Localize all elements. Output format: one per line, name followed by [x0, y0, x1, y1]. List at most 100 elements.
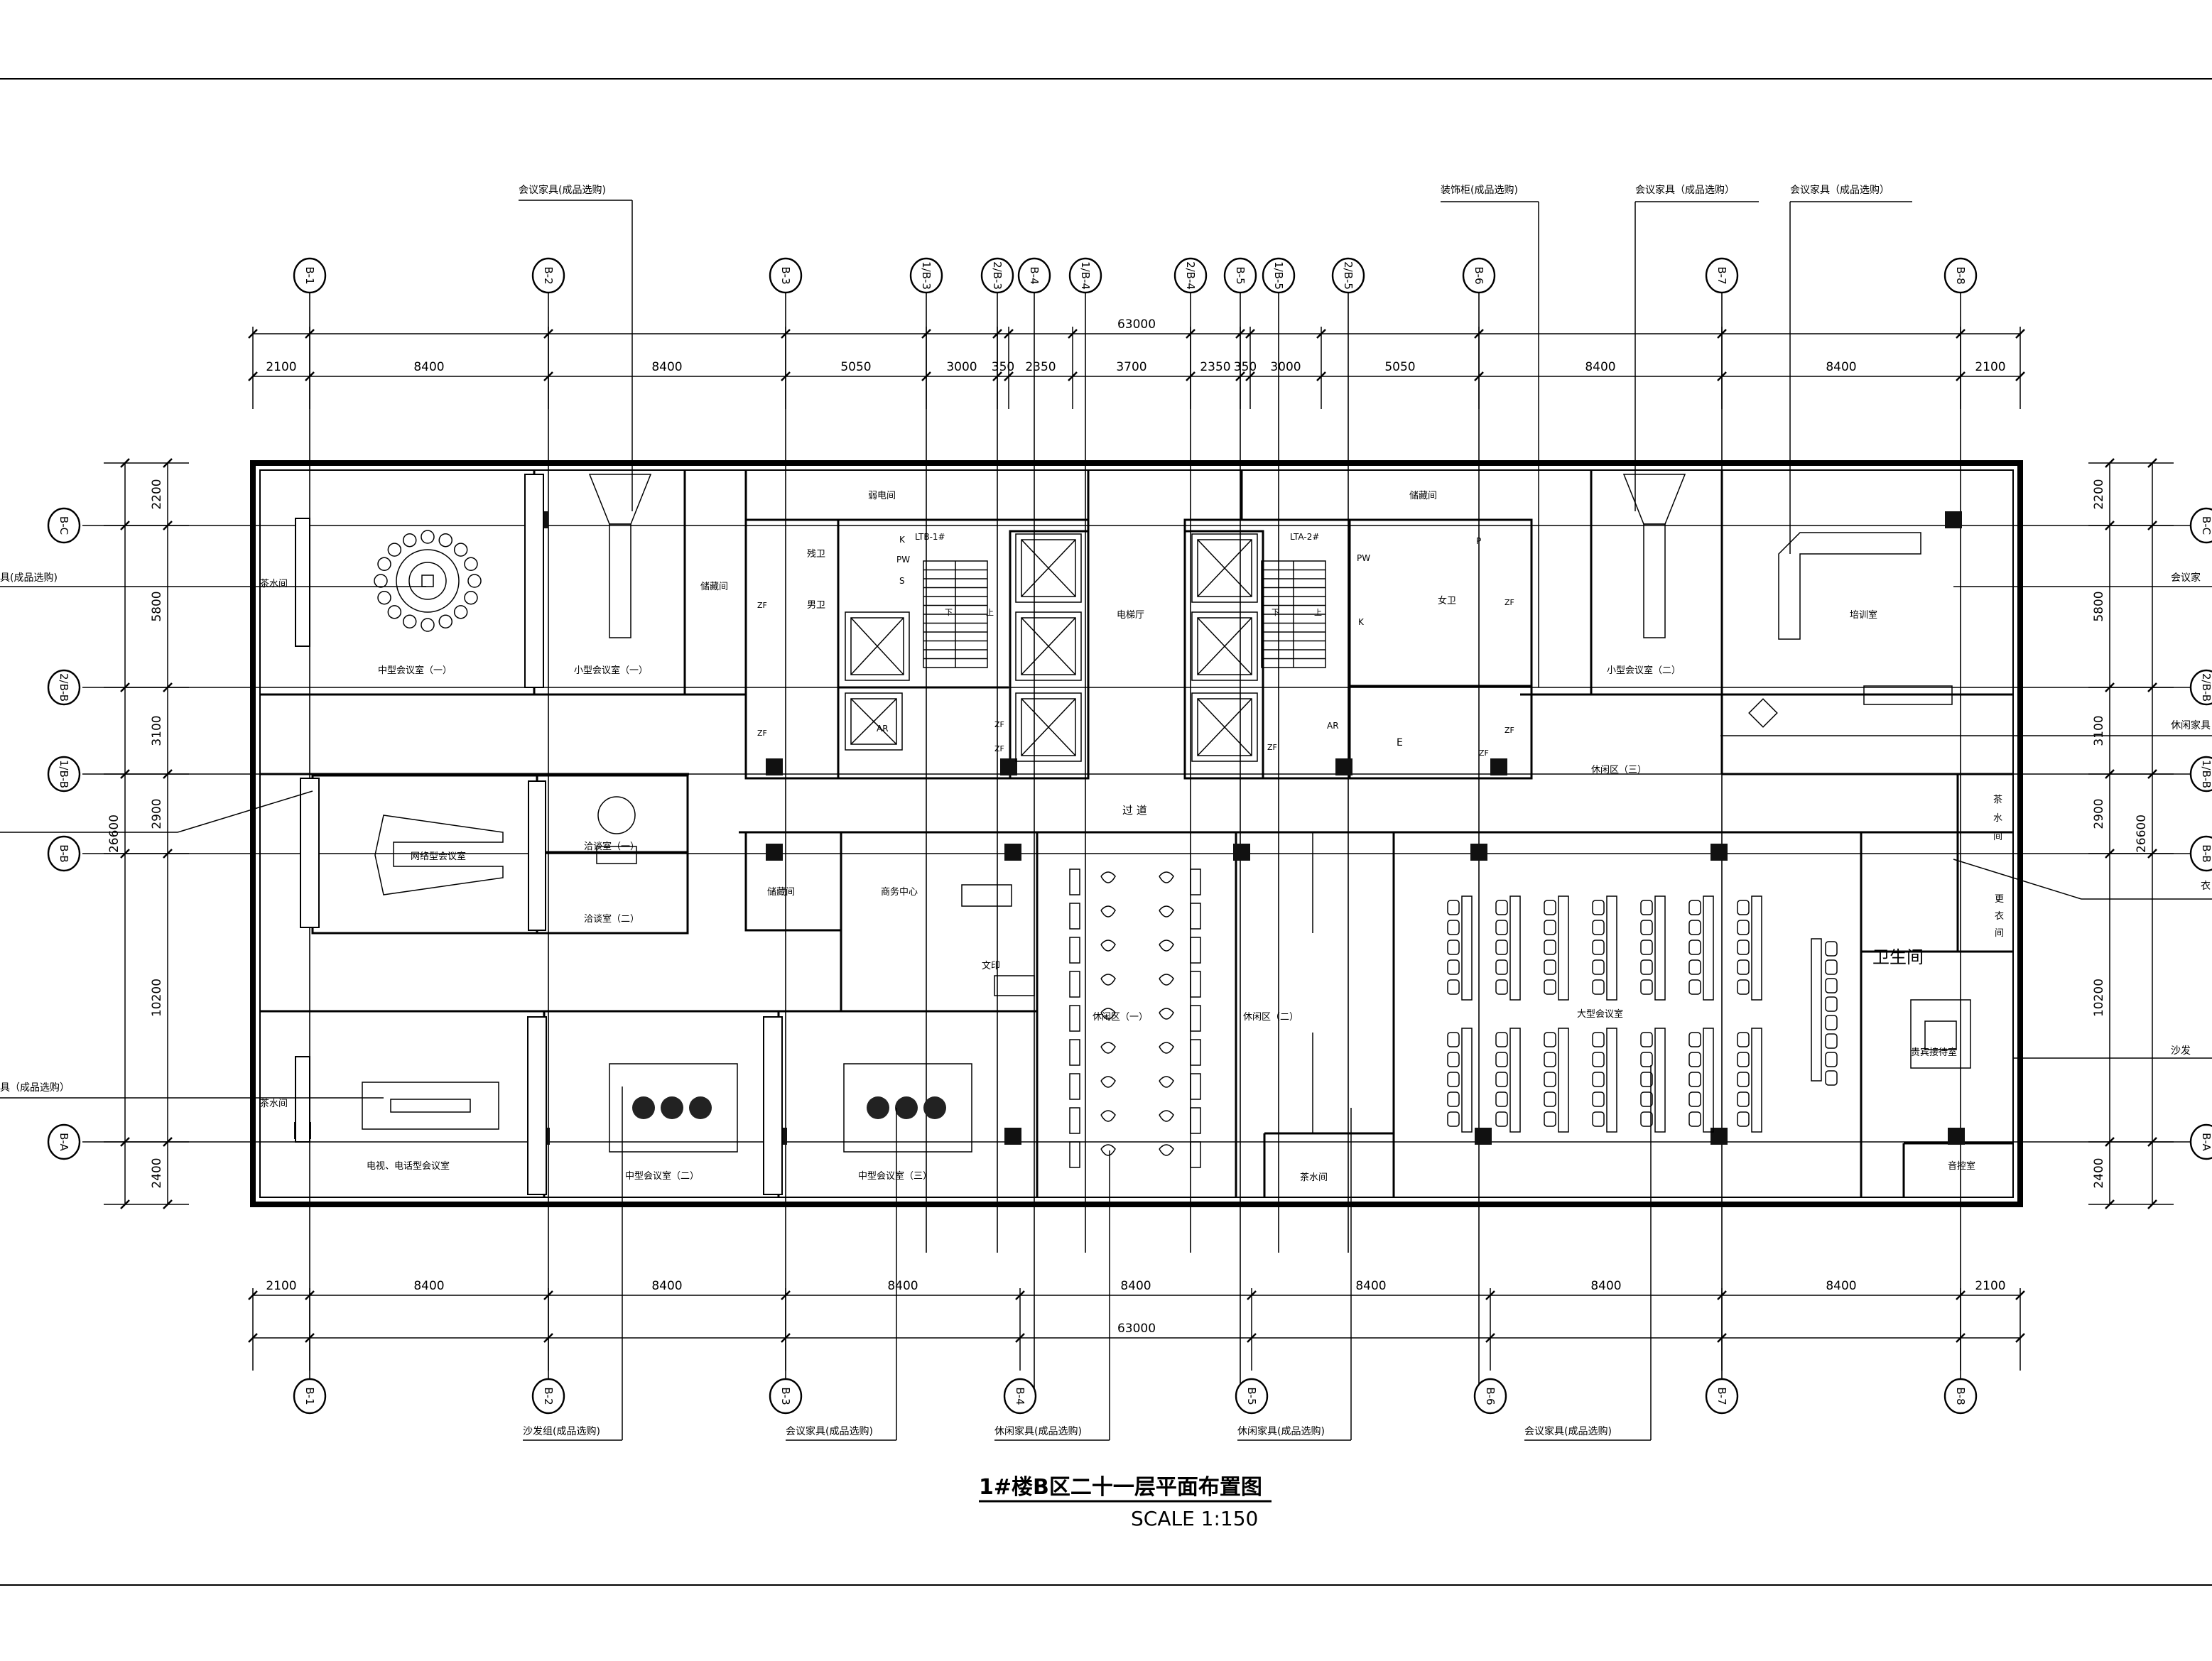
elevator-5 — [1191, 692, 1258, 762]
room-label-e: E — [1397, 737, 1403, 748]
axis-bubble-top-B-5-label: B-5 — [1234, 266, 1247, 284]
axis-bubble-bottom-B-1-label: B-1 — [303, 1387, 316, 1405]
dims-top-text-4: 3000 — [946, 360, 977, 374]
axis-bubble-top-B-8-label: B-8 — [1954, 266, 1967, 284]
elevator-3 — [1191, 533, 1258, 603]
sheet-frame — [0, 78, 2212, 1586]
dims-left-text-5: 2400 — [150, 1158, 164, 1188]
room-label-storage-2: 储藏间 — [1409, 491, 1437, 501]
column-10 — [1004, 1128, 1021, 1145]
stair-up-1: 上 — [986, 608, 994, 617]
elevator-0 — [1015, 533, 1082, 603]
dims-right-text-4: 10200 — [2092, 979, 2106, 1017]
dims-top-text-8: 2350 — [1200, 360, 1230, 374]
room-label-changing-3: 间 — [1995, 928, 2004, 939]
room-label-vip: 贵宾接待室 — [1911, 1047, 1957, 1058]
room-label-changing: 更 — [1995, 894, 2004, 905]
axis-bubble-top-2-B-5: 2/B-5 — [1331, 257, 1365, 294]
axis-bubble-left-B-C: B-C — [47, 507, 81, 544]
room-label-ar-1: AR — [877, 724, 889, 734]
elevator-4 — [1191, 611, 1258, 681]
callout-top-2: 装饰柜(成品选购) — [1441, 185, 1518, 196]
room-label-mid-meeting-3: 中型会议室（三） — [858, 1170, 932, 1182]
axis-bubble-bottom-B-7-label: B-7 — [1715, 1387, 1728, 1405]
wall-panel-2 — [300, 778, 320, 928]
dims-right-text-5: 2400 — [2092, 1158, 2106, 1188]
shaft-label-s1: S — [899, 576, 905, 586]
column-11 — [1475, 1128, 1492, 1145]
dims-bottom-text-2: 8400 — [651, 1279, 682, 1293]
column-2 — [1004, 844, 1021, 861]
axis-bubble-bottom-B-4: B-4 — [1003, 1378, 1037, 1415]
callout-right-1: 会议家 — [2171, 572, 2201, 584]
shaft-label-zf-3: ZF — [994, 720, 1004, 729]
callout-bottom-2: 会议家具(成品选购) — [786, 1425, 873, 1437]
axis-bubble-top-2-B-3: 2/B-3 — [980, 257, 1014, 294]
axis-bubble-right-1-B-B-label: 1/B-B — [2200, 760, 2212, 788]
axis-bubble-top-B-2-label: B-2 — [542, 266, 555, 284]
dims-bottom-text-0: 2100 — [266, 1279, 296, 1293]
dims-left-text-4: 10200 — [150, 979, 164, 1017]
axis-bubble-top-1-B-5-label: 1/B-5 — [1272, 261, 1285, 290]
shaft-label-pw1: PW — [896, 555, 910, 565]
column-16 — [1335, 758, 1352, 775]
axis-bubble-top-1-B-3: 1/B-3 — [909, 257, 943, 294]
column-1 — [1945, 511, 1962, 528]
callout-bottom-5: 会议家具(成品选购) — [1524, 1425, 1612, 1437]
dims-right-text-3: 2900 — [2092, 798, 2106, 829]
axis-bubble-bottom-B-8: B-8 — [1943, 1378, 1978, 1415]
dims-top-text-6: 2350 — [1025, 360, 1056, 374]
room-label-mid-meeting-1: 中型会议室（一） — [378, 665, 452, 676]
axis-bubble-right-2-B-B-label: 2/B-B — [2200, 673, 2212, 702]
axis-bubble-top-2-B-4-label: 2/B-4 — [1184, 261, 1197, 290]
wall-panel-5 — [527, 1016, 547, 1195]
elevator-shafts — [845, 533, 1258, 762]
axis-bubble-bottom-B-2-label: B-2 — [542, 1387, 555, 1405]
room-label-lift-hall: 电梯厅 — [1117, 610, 1144, 621]
callout-bottom-4: 休闲家具(成品选购) — [1237, 1425, 1325, 1437]
axis-bubble-top-B-5: B-5 — [1223, 257, 1257, 294]
room-label-lounge-3: 休闲区（三） — [1591, 765, 1647, 775]
furniture — [362, 474, 1971, 1168]
wall-panel-6 — [763, 1016, 783, 1195]
column-14 — [766, 758, 783, 775]
axis-bubble-right-2-B-B: 2/B-B — [2189, 669, 2212, 706]
axis-bubble-top-B-8: B-8 — [1943, 257, 1978, 294]
axis-bubble-top-2-B-5-label: 2/B-5 — [1342, 261, 1355, 290]
dims-top-text-0: 2100 — [266, 360, 296, 374]
room-label-tea-room: 茶水间 — [260, 578, 288, 589]
room-label-tea-right: 茶 — [1993, 794, 2002, 805]
axis-bubble-right-B-B: B-B — [2189, 835, 2212, 872]
shaft-label-k1: K — [899, 535, 906, 545]
room-label-network-meeting: 网络型会议室 — [411, 851, 466, 862]
axis-bubble-right-B-C-label: B-C — [2200, 516, 2212, 535]
shaft-label-zf-5: ZF — [1505, 598, 1514, 607]
axis-bubble-top-B-1: B-1 — [293, 257, 327, 294]
room-label-av-room: 音控室 — [1948, 1160, 1975, 1172]
axis-bubble-left-B-A-label: B-A — [58, 1133, 70, 1151]
wall-panel-4 — [295, 1056, 310, 1143]
axis-bubble-bottom-B-6: B-6 — [1473, 1378, 1507, 1415]
room-label-men-wc: 男卫 — [807, 600, 825, 611]
stair-down-2: 下 — [1272, 608, 1279, 617]
axis-bubble-top-B-4-label: B-4 — [1028, 266, 1041, 284]
dims-left-text-0: 2200 — [150, 479, 164, 509]
room-label-print: 文印 — [982, 961, 1000, 971]
axis-bubble-left-1-B-B: 1/B-B — [47, 756, 81, 793]
room-label-ar-2: AR — [1327, 721, 1339, 731]
axis-bubble-left-B-B-label: B-B — [58, 844, 70, 862]
dims-right-text-2: 3100 — [2092, 715, 2106, 746]
shaft-label-pw2: PW — [1357, 553, 1370, 563]
axis-bubble-top-B-4: B-4 — [1017, 257, 1051, 294]
elevator-7 — [845, 692, 903, 751]
wall-panel-0 — [295, 518, 310, 647]
dims-left-text-1: 5800 — [150, 591, 164, 621]
axis-bubble-top-B-2: B-2 — [531, 257, 565, 294]
axis-bubble-left-B-B: B-B — [47, 835, 81, 872]
dims-right-total: 26600 — [2135, 815, 2149, 853]
dims-left-text-3: 2900 — [150, 798, 164, 829]
axis-bubble-left-1-B-B-label: 1/B-B — [58, 760, 70, 788]
dims-top-total: 63000 — [1117, 317, 1156, 332]
